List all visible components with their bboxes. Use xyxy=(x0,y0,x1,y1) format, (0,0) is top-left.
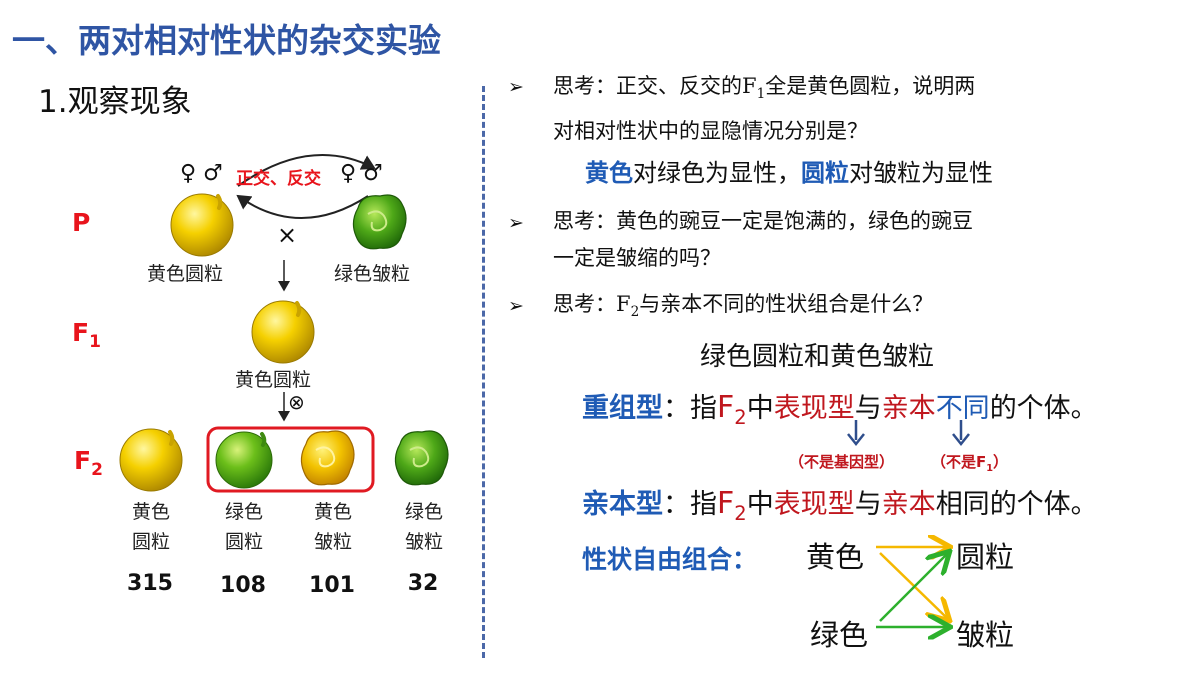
cross-arrow-top xyxy=(237,154,376,187)
question-3: 思考：F2与亲本不同的性状组合是什么？ xyxy=(553,292,934,321)
green-round-arrow xyxy=(879,553,948,622)
parent-symbols-left: ♀ ♂ xyxy=(180,161,223,186)
free-combination-label: 性状自由组合： xyxy=(582,545,758,574)
cross-arrow-bottom xyxy=(236,194,369,219)
p-left-label: 黄色圆粒 xyxy=(147,263,224,285)
recombinant-highlight-box xyxy=(206,426,375,493)
trait-wrinkled: 皱粒 xyxy=(956,618,1015,652)
combination-arrows xyxy=(876,535,960,640)
f1-label: 黄色圆粒 xyxy=(235,369,312,391)
question-1: 思考：正交、反交的F1全是黄色圆粒，说明两 对相对性状中的显隐情况分别是？ xyxy=(553,74,976,144)
generation-f2: F2 xyxy=(74,446,103,480)
female-symbol: ♀ xyxy=(340,161,357,186)
f2-count-2: 108 xyxy=(220,573,266,598)
pea-yellow-round-f2 xyxy=(119,428,183,492)
parental-definition: 亲本型：指F2中表现型与亲本相同的个体。 xyxy=(582,486,1098,525)
answer-3: 绿色圆粒和黄色皱粒 xyxy=(700,342,935,372)
bullet-arrow-icon: ➢ xyxy=(508,295,524,317)
trait-yellow: 黄色 xyxy=(806,540,865,574)
f2-count-1: 315 xyxy=(127,571,173,596)
f2-label-1: 黄色圆粒 xyxy=(131,501,170,553)
p-right-label: 绿色皱粒 xyxy=(334,263,411,285)
f2-label-3: 黄色皱粒 xyxy=(313,501,352,553)
dashed-divider xyxy=(482,86,485,658)
bullet-arrow-icon: ➢ xyxy=(508,212,524,234)
note-arrows xyxy=(847,420,970,447)
f2-count-3: 101 xyxy=(309,573,355,598)
answer-1: 黄色对绿色为显性，圆粒对皱粒为显性 xyxy=(585,159,993,187)
trait-round: 圆粒 xyxy=(956,540,1015,574)
parent-symbols-right: ♀ ♂ xyxy=(340,161,383,186)
question-2: 思考：黄色的豌豆一定是饱满的，绿色的豌豆 一定是皱缩的吗？ xyxy=(553,209,973,270)
pea-green-wrinkled-p xyxy=(352,194,407,250)
pea-yellow-round-p xyxy=(170,193,234,257)
cross-label: 正交、反交 xyxy=(236,169,321,189)
generation-p: P xyxy=(72,208,91,237)
pea-green-wrinkled-f2 xyxy=(394,430,449,486)
pea-yellow-round-f1 xyxy=(251,300,315,364)
cross-symbol: × xyxy=(277,221,298,249)
f2-count-4: 32 xyxy=(407,571,439,596)
male-symbol: ♂ xyxy=(363,161,383,186)
section-subtitle: 1.观察现象 xyxy=(38,84,192,120)
bullet-arrow-icon: ➢ xyxy=(508,76,524,98)
f2-label-4: 绿色皱粒 xyxy=(404,501,443,553)
female-symbol: ♀ xyxy=(180,161,197,186)
recombinant-definition: 重组型：指F2中表现型与亲本不同的个体。 xyxy=(582,390,1098,429)
page-title: 一、两对相对性状的杂交实验 xyxy=(12,21,441,60)
note-not-f1: （不是F1） xyxy=(931,453,1009,474)
trait-green: 绿色 xyxy=(810,618,869,652)
pea-yellow-wrinkled-f2 xyxy=(300,430,355,486)
cross-diagram xyxy=(119,154,449,493)
pea-green-round-f2 xyxy=(215,431,273,489)
male-symbol: ♂ xyxy=(203,161,223,186)
f2-label-2: 绿色圆粒 xyxy=(224,501,263,553)
note-not-genotype: （不是基因型） xyxy=(789,453,895,471)
generation-f1: F1 xyxy=(72,318,101,352)
self-symbol: ⊗ xyxy=(288,390,305,414)
